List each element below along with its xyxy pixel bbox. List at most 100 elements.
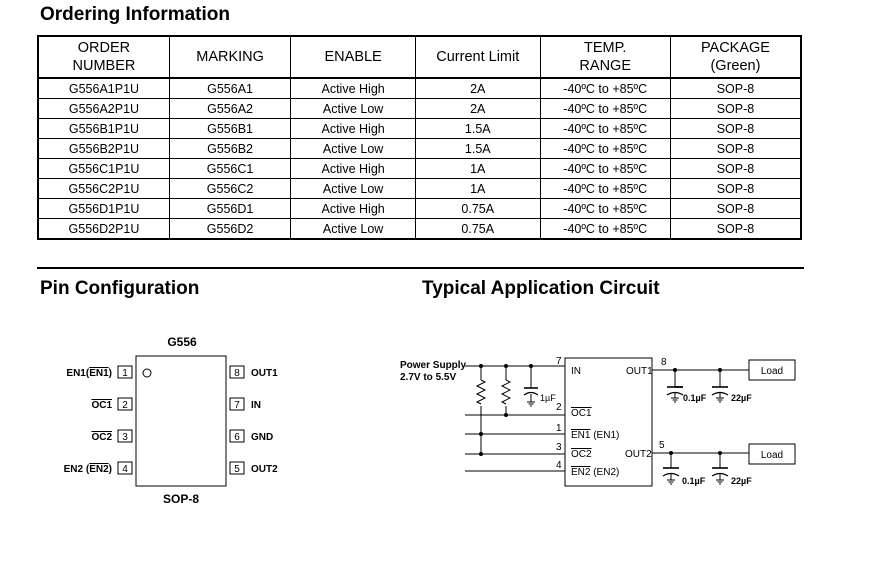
table-cell: Active High bbox=[290, 78, 417, 99]
col-header: Current Limit bbox=[415, 36, 541, 79]
table-cell: SOP-8 bbox=[670, 198, 801, 219]
table-cell: 0.75A bbox=[415, 218, 541, 240]
pin-number: 1 bbox=[122, 368, 128, 379]
chip-body bbox=[135, 355, 227, 487]
table-cell: -40ºC to +85ºC bbox=[540, 78, 671, 99]
pin-oc1-label: OC1 bbox=[571, 408, 592, 419]
cap-in-label: 1µF bbox=[540, 393, 556, 403]
table-cell: G556B2 bbox=[169, 138, 292, 159]
num-oc1: 2 bbox=[556, 402, 562, 413]
pin-name: GND bbox=[251, 432, 273, 443]
table-cell: SOP-8 bbox=[670, 138, 801, 159]
table-cell: -40ºC to +85ºC bbox=[540, 138, 671, 159]
table-cell: Active High bbox=[290, 118, 417, 139]
supply-label-2: 2.7V to 5.5V bbox=[400, 372, 456, 383]
table-cell: Active Low bbox=[290, 178, 417, 199]
table-cell: SOP-8 bbox=[670, 158, 801, 179]
table-cell: Active High bbox=[290, 198, 417, 219]
cap-out1-large: 22µF bbox=[731, 393, 752, 403]
table-cell: SOP-8 bbox=[670, 98, 801, 119]
col-header: MARKING bbox=[169, 36, 292, 79]
table-cell: SOP-8 bbox=[670, 118, 801, 139]
table-cell: Active Low bbox=[290, 98, 417, 119]
table-cell: -40ºC to +85ºC bbox=[540, 158, 671, 179]
pin-box bbox=[117, 461, 133, 475]
num-oc2: 3 bbox=[556, 442, 562, 453]
table-cell: -40ºC to +85ºC bbox=[540, 218, 671, 240]
table-cell: G556D1P1U bbox=[38, 198, 170, 219]
table-cell: SOP-8 bbox=[670, 218, 801, 240]
pin-name: OUT2 bbox=[251, 464, 278, 475]
pin-box bbox=[117, 397, 133, 411]
table-cell: G556C2P1U bbox=[38, 178, 170, 199]
pin-en2-label: EN2 (EN2) bbox=[571, 467, 619, 478]
col-header: TEMP.RANGE bbox=[540, 36, 671, 79]
load-label-1: Load bbox=[761, 366, 783, 377]
ordering-info-title: Ordering Information bbox=[40, 4, 230, 25]
table-cell: 1A bbox=[415, 158, 541, 179]
supply-label-1: Power Supply bbox=[400, 360, 467, 371]
pin-name: IN bbox=[251, 400, 261, 411]
table-cell: G556B1 bbox=[169, 118, 292, 139]
table-cell: G556A1 bbox=[169, 78, 292, 99]
pin-number: 5 bbox=[234, 464, 240, 475]
pin-number: 3 bbox=[122, 432, 128, 443]
num-en1: 1 bbox=[556, 423, 562, 434]
table-cell: -40ºC to +85ºC bbox=[540, 198, 671, 219]
pin-name: OC2 bbox=[91, 432, 112, 443]
table-cell: -40ºC to +85ºC bbox=[540, 178, 671, 199]
table-cell: G556B1P1U bbox=[38, 118, 170, 139]
cap-out1-small: 0.1µF bbox=[683, 393, 707, 403]
table-cell: -40ºC to +85ºC bbox=[540, 98, 671, 119]
pin1-marker bbox=[142, 368, 152, 378]
cap-out2-large: 22µF bbox=[731, 476, 752, 486]
table-cell: G556A2P1U bbox=[38, 98, 170, 119]
table-cell: Active Low bbox=[290, 218, 417, 240]
pin-number: 4 bbox=[122, 464, 128, 475]
num-out2: 5 bbox=[659, 440, 665, 451]
pin-box bbox=[117, 429, 133, 443]
table-cell: Active High bbox=[290, 158, 417, 179]
table-cell: 0.75A bbox=[415, 198, 541, 219]
cap-out2-small: 0.1µF bbox=[682, 476, 706, 486]
table-cell: SOP-8 bbox=[670, 178, 801, 199]
table-cell: -40ºC to +85ºC bbox=[540, 118, 671, 139]
table-cell: 1.5A bbox=[415, 138, 541, 159]
table-cell: G556D2 bbox=[169, 218, 292, 240]
table-cell: G556C1P1U bbox=[38, 158, 170, 179]
table-cell: G556C1 bbox=[169, 158, 292, 179]
pin-name: OC1 bbox=[91, 400, 112, 411]
pin-en1-label: EN1 (EN1) bbox=[571, 430, 619, 441]
table-cell: 1.5A bbox=[415, 118, 541, 139]
pin-out1-label: OUT1 bbox=[626, 366, 653, 377]
table-cell: G556C2 bbox=[169, 178, 292, 199]
table-cell: G556D1 bbox=[169, 198, 292, 219]
pin-name: OUT1 bbox=[251, 368, 278, 379]
pin-oc2-label: OC2 bbox=[571, 449, 592, 460]
pin-out2-label: OUT2 bbox=[625, 449, 652, 460]
pin-box bbox=[229, 461, 245, 475]
num-out1: 8 bbox=[661, 357, 667, 368]
num-en2: 4 bbox=[556, 460, 562, 471]
table-cell: SOP-8 bbox=[670, 78, 801, 99]
table-cell: G556D2P1U bbox=[38, 218, 170, 240]
app-circuit-title: Typical Application Circuit bbox=[422, 278, 660, 299]
package-label: SOP-8 bbox=[163, 492, 199, 506]
num-in: 7 bbox=[556, 356, 562, 367]
pin-name: EN2 (EN2) bbox=[64, 464, 112, 475]
pin-number: 8 bbox=[234, 368, 240, 379]
pin-number: 6 bbox=[234, 432, 240, 443]
col-header: PACKAGE(Green) bbox=[670, 36, 801, 79]
table-cell: 1A bbox=[415, 178, 541, 199]
col-header: ENABLE bbox=[290, 36, 417, 79]
